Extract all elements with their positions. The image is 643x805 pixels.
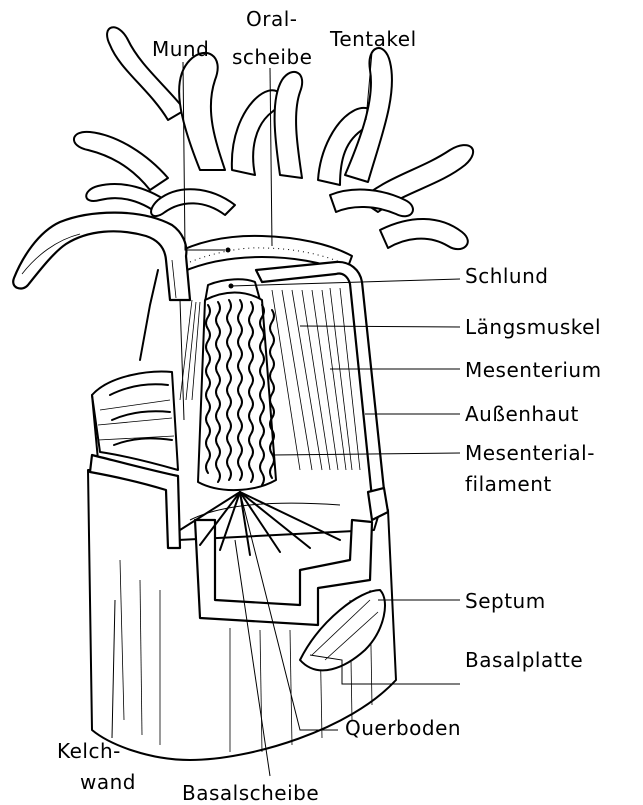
label-kelch-line1: Kelch-	[57, 739, 121, 763]
leader-laengsmuskel	[300, 326, 460, 327]
label-septum: Septum	[465, 589, 546, 613]
label-kelch-line2: wand	[80, 770, 136, 794]
label-basalplatte: Basalplatte	[465, 648, 583, 672]
label-oral-line1: Oral-	[246, 7, 298, 31]
schlund-dot	[229, 284, 234, 289]
label-oral-line2: scheibe	[232, 45, 312, 69]
label-mesenterium: Mesenterium	[465, 358, 602, 382]
label-basalscheibe: Basalscheibe	[182, 781, 319, 805]
label-mesenterial-line2: filament	[465, 472, 552, 496]
mesenterial-filaments	[198, 293, 276, 491]
label-tentakel: Tentakel	[329, 27, 417, 51]
mund-dot	[226, 248, 231, 253]
inner-septa	[92, 372, 178, 470]
label-laengsmuskel: Längsmuskel	[465, 315, 601, 339]
leader-mesenterial	[272, 453, 460, 455]
label-schlund: Schlund	[465, 264, 548, 288]
label-aussenhaut: Außenhaut	[465, 402, 579, 426]
label-mund: Mund	[152, 37, 209, 61]
label-mesenterial-line1: Mesenterial-	[465, 441, 595, 465]
label-querboden: Querboden	[345, 716, 461, 740]
